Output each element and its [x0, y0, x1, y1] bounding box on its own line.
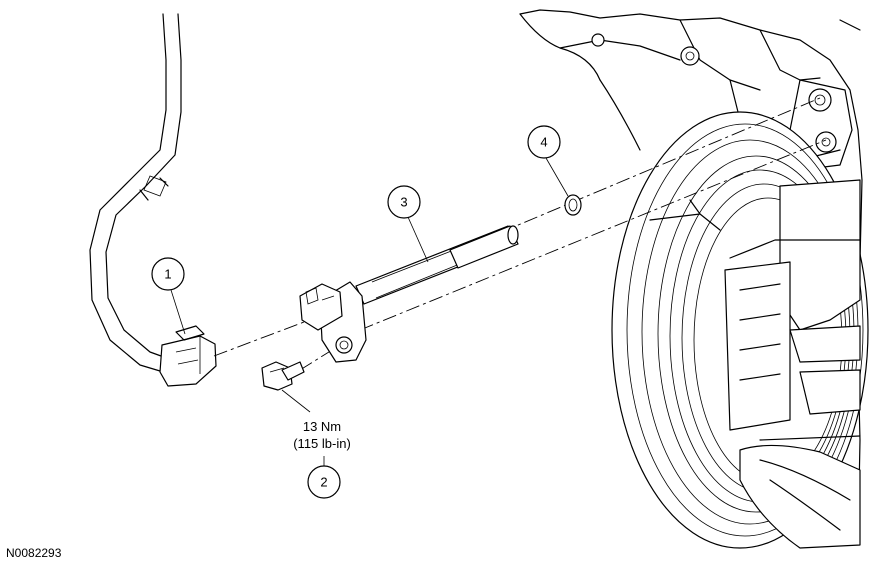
torque-metric: 13 Nm	[303, 419, 341, 434]
sensor-assembly	[299, 225, 519, 363]
mounting-bolt	[261, 361, 305, 391]
torque-imperial: (115 lb-in)	[293, 436, 351, 451]
wiring-harness	[89, 13, 182, 375]
callout-3: 3	[387, 185, 421, 219]
callout-leaders	[170, 157, 569, 466]
callout-1: 1	[151, 257, 185, 291]
callout-3-label: 3	[400, 195, 407, 210]
callout-2: 2	[307, 465, 341, 499]
figure-reference-number: N0082293	[6, 546, 62, 560]
callout-2-label: 2	[320, 475, 327, 490]
engine-assembly-drawing	[519, 9, 869, 549]
callout-1-label: 1	[164, 267, 171, 282]
o-ring-seal	[564, 194, 582, 216]
callout-4: 4	[527, 125, 561, 159]
harness-connector	[159, 325, 217, 387]
callout-4-label: 4	[540, 135, 547, 150]
